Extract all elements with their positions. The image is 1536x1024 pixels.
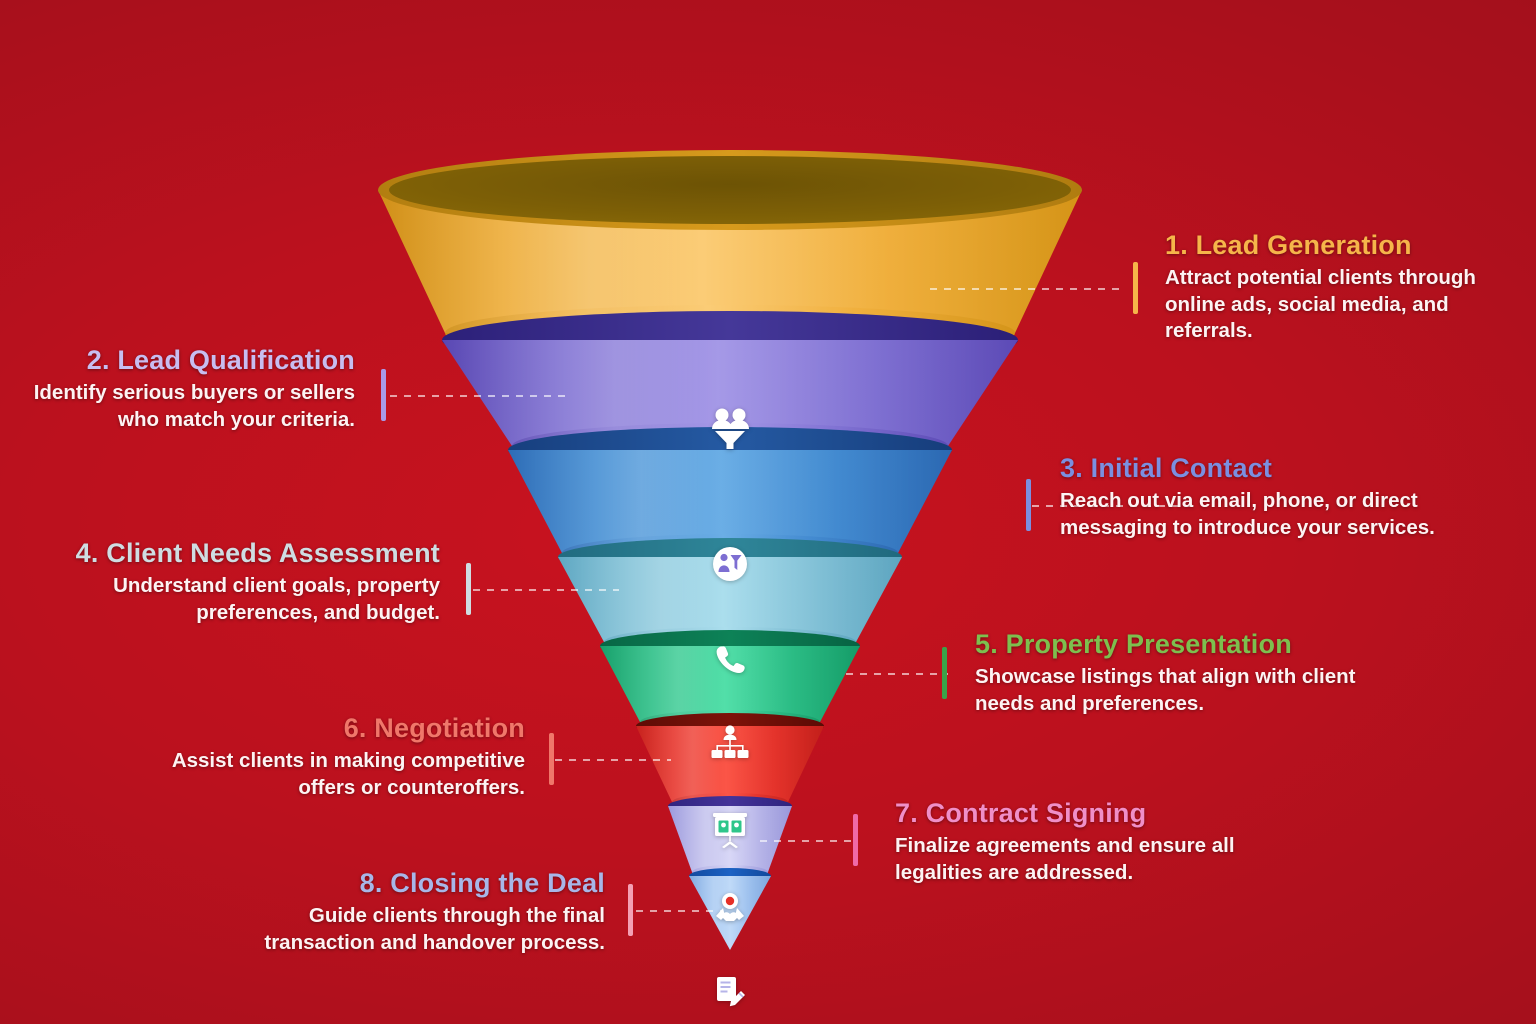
funnel-band-5[interactable]	[600, 630, 860, 734]
contract-pen-icon	[713, 975, 747, 1009]
stage-label-1[interactable]: 1. Lead Generation Attract potential cli…	[1165, 230, 1536, 345]
stage-title-3: 3. Initial Contact	[1060, 453, 1273, 483]
tick-marker-6	[549, 733, 554, 785]
stage-desc-2: Identify serious buyers or sellers who m…	[33, 381, 355, 431]
tick-marker-3	[1026, 479, 1031, 531]
stage-desc-4: Understand client goals, property prefer…	[113, 574, 440, 624]
stage-desc-1: Attract potential clients through online…	[1165, 266, 1476, 343]
tick-marker-2	[381, 369, 386, 421]
funnel-band-7[interactable]	[668, 796, 792, 879]
funnel-band-8[interactable]	[689, 868, 771, 950]
connector-line-3	[1032, 505, 1198, 507]
connector-line-8	[636, 910, 722, 912]
funnel-band-3[interactable]	[508, 427, 952, 572]
stage-label-7[interactable]: 7. Contract Signing Finalize agreements …	[895, 798, 1247, 886]
stage-title-7: 7. Contract Signing	[895, 798, 1147, 828]
stage-title-4: 4. Client Needs Assessment	[75, 538, 440, 568]
stage-desc-3: Reach out via email, phone, or direct me…	[1060, 489, 1435, 539]
stage-title-1: 1. Lead Generation	[1165, 230, 1412, 260]
connector-line-7	[760, 840, 856, 842]
stage-label-6[interactable]: 6. Negotiation Assist clients in making …	[150, 713, 525, 801]
stage-title-5: 5. Property Presentation	[975, 629, 1292, 659]
stage-title-8: 8. Closing the Deal	[359, 868, 605, 898]
connector-line-1	[930, 288, 1126, 290]
stage-label-3[interactable]: 3. Initial Contact Reach out via email, …	[1060, 453, 1458, 541]
stage-label-5[interactable]: 5. Property Presentation Showcase listin…	[975, 629, 1365, 717]
connector-line-6	[555, 759, 671, 761]
stage-desc-7: Finalize agreements and ensure all legal…	[895, 834, 1235, 884]
stage-desc-8: Guide clients through the final transact…	[264, 904, 605, 954]
tick-marker-5	[942, 647, 947, 699]
connector-line-4	[473, 589, 619, 591]
funnel-svg	[378, 150, 1082, 950]
connector-line-2	[390, 395, 568, 397]
tick-marker-4	[466, 563, 471, 615]
stage-title-2: 2. Lead Qualification	[86, 345, 355, 375]
stage-desc-6: Assist clients in making competitive off…	[171, 749, 525, 799]
stage-label-8[interactable]: 8. Closing the Deal Guide clients throug…	[255, 868, 605, 956]
tick-marker-8	[628, 884, 633, 936]
stage-label-2[interactable]: 2. Lead Qualification Identify serious b…	[10, 345, 355, 433]
connector-line-5	[846, 673, 948, 675]
stage-title-6: 6. Negotiation	[343, 713, 525, 743]
sales-funnel-graphic	[370, 150, 1090, 1007]
tick-marker-7	[853, 814, 858, 866]
stage-label-4[interactable]: 4. Client Needs Assessment Understand cl…	[48, 538, 440, 626]
tick-marker-1	[1133, 262, 1138, 314]
stage-desc-5: Showcase listings that align with client…	[975, 665, 1356, 715]
